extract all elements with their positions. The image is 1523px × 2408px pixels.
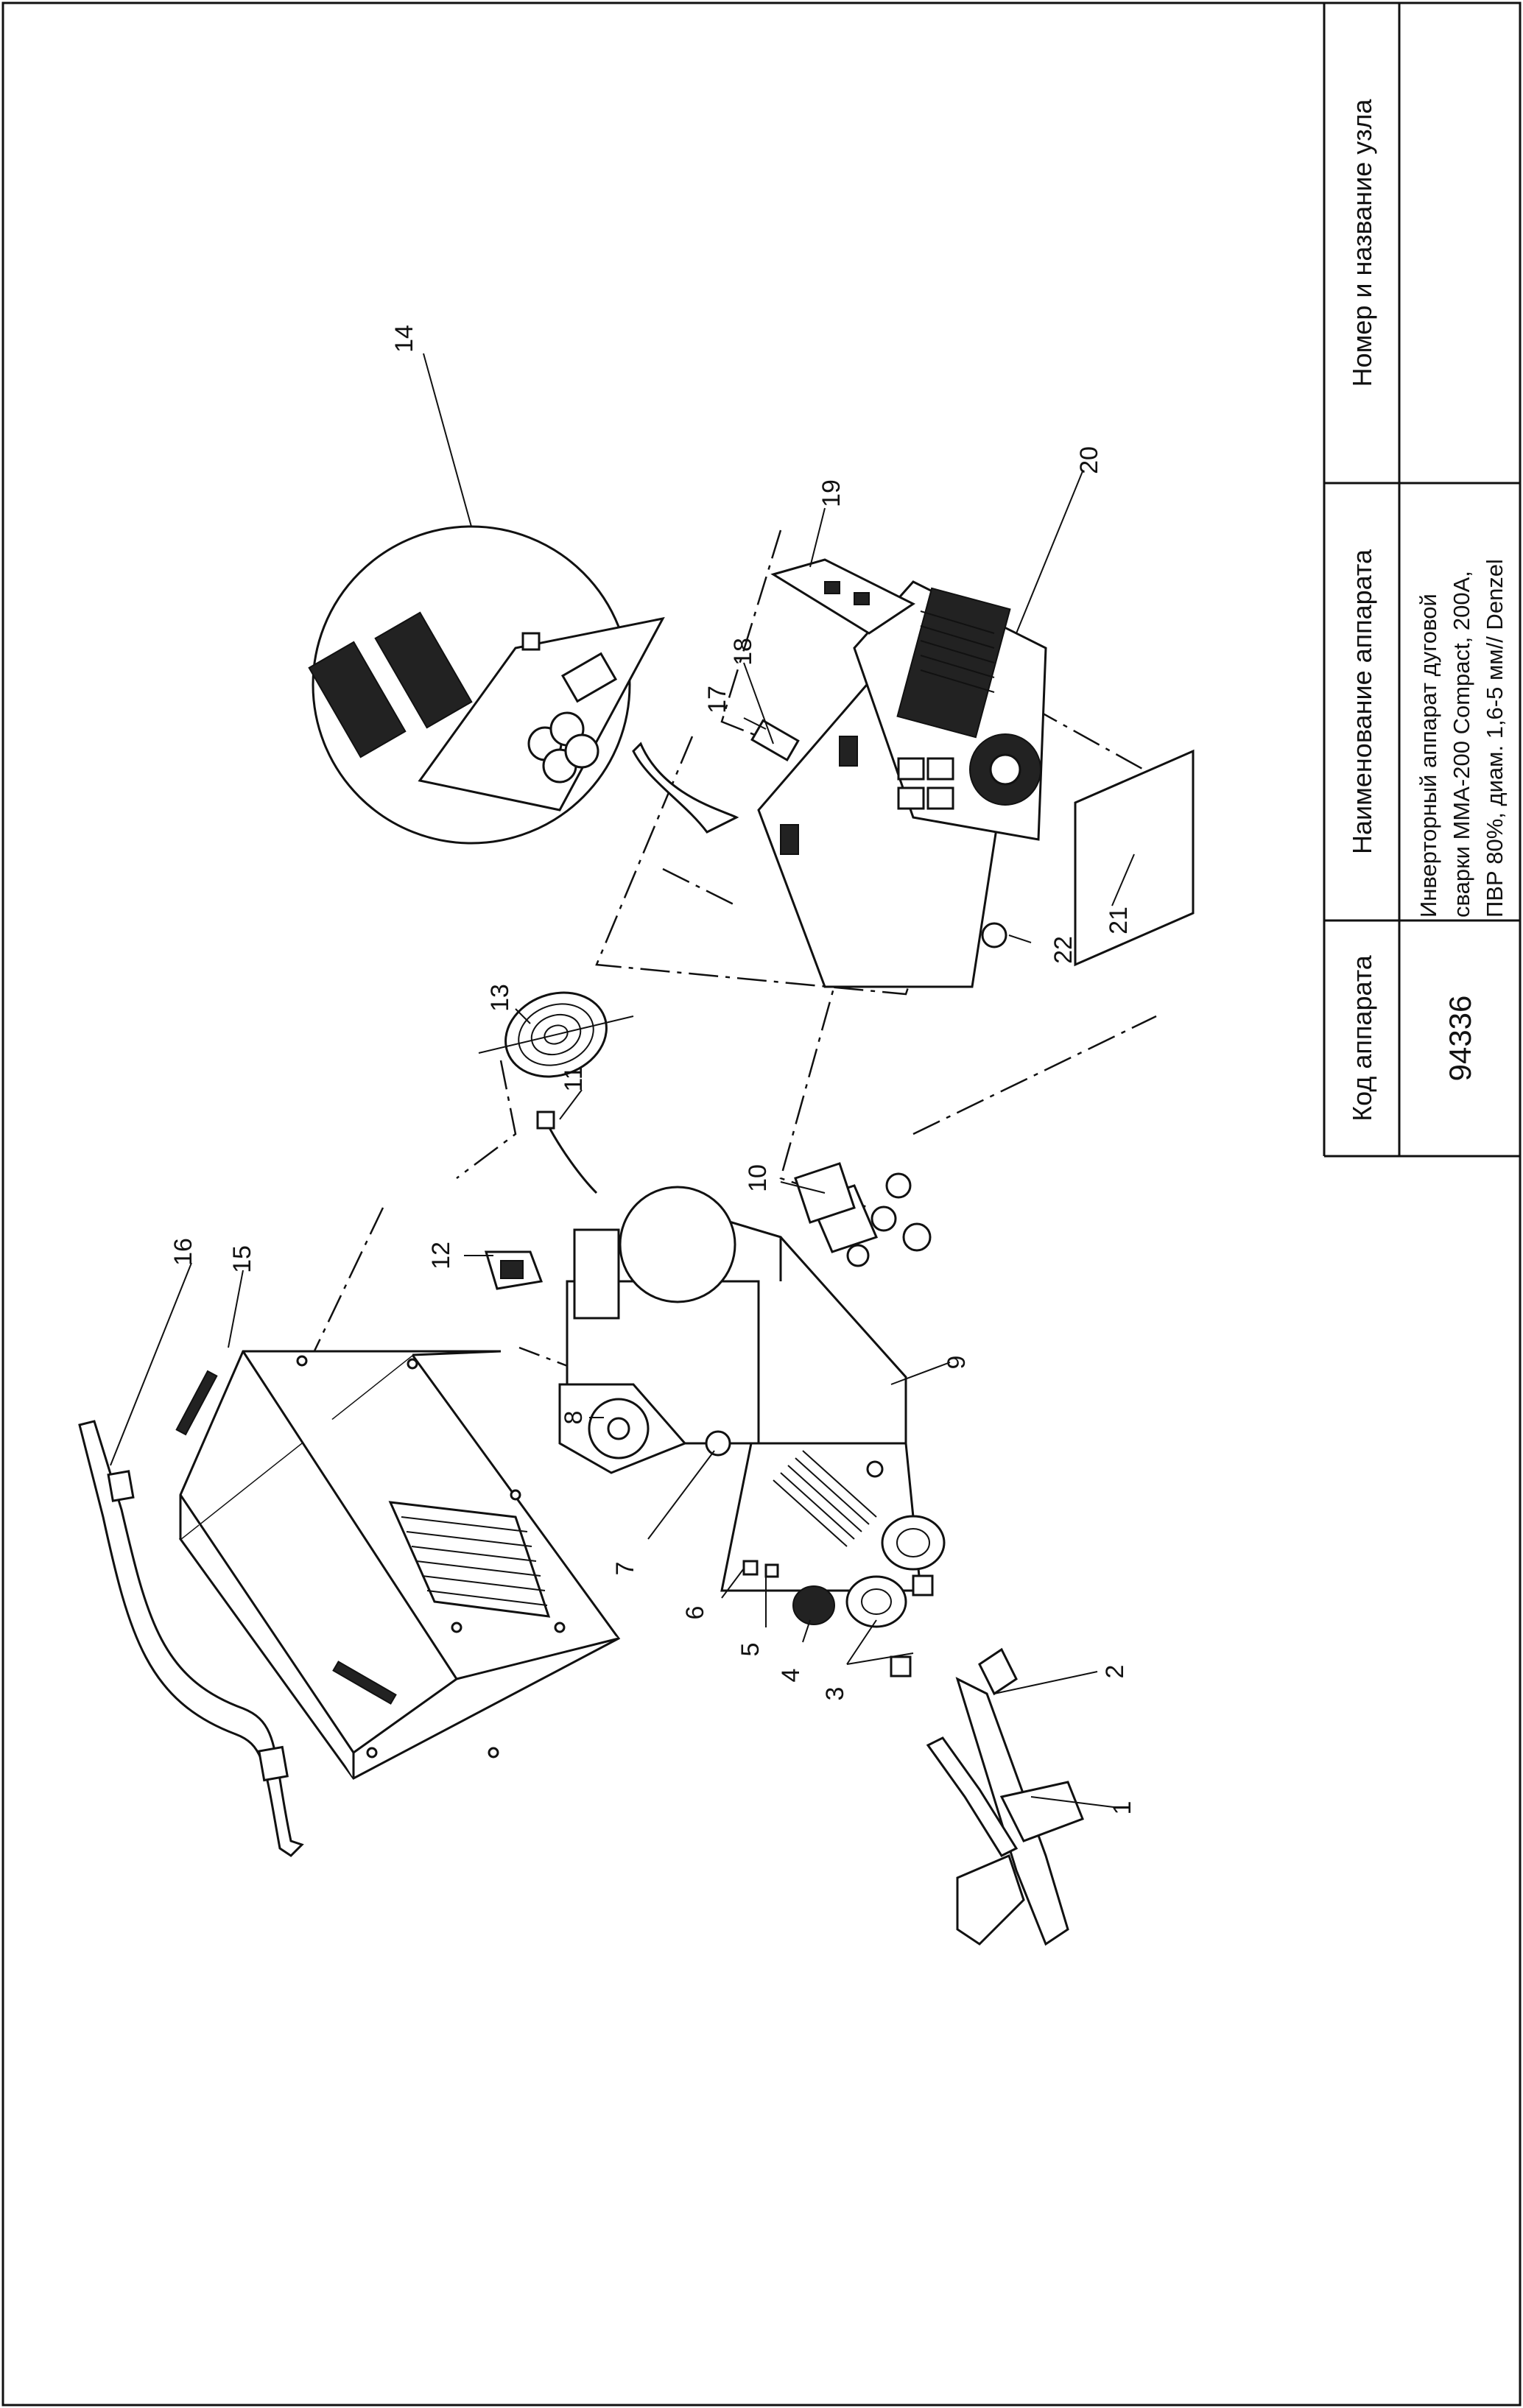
fan-cable <box>536 1110 598 1194</box>
front-sockets <box>705 1430 946 1677</box>
control-board <box>770 558 915 635</box>
heatsink-fins <box>920 610 995 693</box>
callout-3: 3 <box>821 1687 849 1701</box>
cover-louvers <box>388 1501 551 1618</box>
title-block: Код аппарата Наименование аппарата Номер… <box>1323 3 1520 1158</box>
callout-10: 10 <box>744 1164 772 1192</box>
apparatus-code: 94336 <box>1443 996 1477 1082</box>
electrode-holder <box>955 1647 1084 1946</box>
callout-12: 12 <box>427 1242 455 1270</box>
callout-2: 2 <box>1101 1665 1129 1679</box>
callout-20: 20 <box>1075 446 1103 474</box>
output-terminals <box>794 1162 932 1267</box>
callout-18: 18 <box>729 638 757 666</box>
nut-22 <box>981 922 1007 948</box>
node-header: Номер и название узла <box>1347 99 1377 387</box>
callout-labels: 1 2 3 4 5 6 7 8 9 10 11 12 13 14 15 16 1… <box>169 325 1136 1814</box>
fan-guard <box>478 991 634 1078</box>
shoulder-strap <box>78 1420 304 1857</box>
pcb-detail-view <box>308 525 739 845</box>
callout-19: 19 <box>817 479 845 507</box>
main-board <box>853 580 1047 841</box>
callout-13: 13 <box>486 984 514 1012</box>
detail-capacitors <box>527 711 599 784</box>
apparatus-name-line-1: Инверторный аппарат дуговой <box>1415 594 1441 918</box>
callout-6: 6 <box>681 1606 709 1620</box>
callout-1: 1 <box>1108 1801 1136 1815</box>
ground-clamp <box>926 1736 1025 1946</box>
callout-9: 9 <box>943 1356 971 1370</box>
callout-5: 5 <box>736 1643 764 1657</box>
callout-7: 7 <box>611 1562 639 1576</box>
callout-22: 22 <box>1049 936 1077 964</box>
callout-15: 15 <box>228 1245 256 1273</box>
callout-17: 17 <box>703 686 731 714</box>
callout-16: 16 <box>169 1238 197 1266</box>
callout-leaders <box>110 353 1135 1809</box>
apparatus-name-line-3: ПВР 80%, диам. 1,6-5 мм// Denzel <box>1482 559 1508 918</box>
top-cover <box>175 1350 621 1780</box>
callout-14: 14 <box>390 325 418 353</box>
power-switch <box>484 1250 544 1290</box>
front-grille <box>773 1450 877 1547</box>
rear-panel <box>1074 749 1195 967</box>
name-header: Наименование аппарата <box>1347 549 1377 854</box>
apparatus-name-line-2: сварки ММА-200 Compact, 200А, <box>1449 571 1474 918</box>
bracket-17 <box>750 719 800 762</box>
callout-4: 4 <box>777 1669 805 1683</box>
callout-21: 21 <box>1105 906 1133 934</box>
cooling-fan <box>558 1383 687 1474</box>
callout-8: 8 <box>560 1411 588 1425</box>
callout-11: 11 <box>560 1066 588 1091</box>
code-header: Код аппарата <box>1347 954 1377 1122</box>
